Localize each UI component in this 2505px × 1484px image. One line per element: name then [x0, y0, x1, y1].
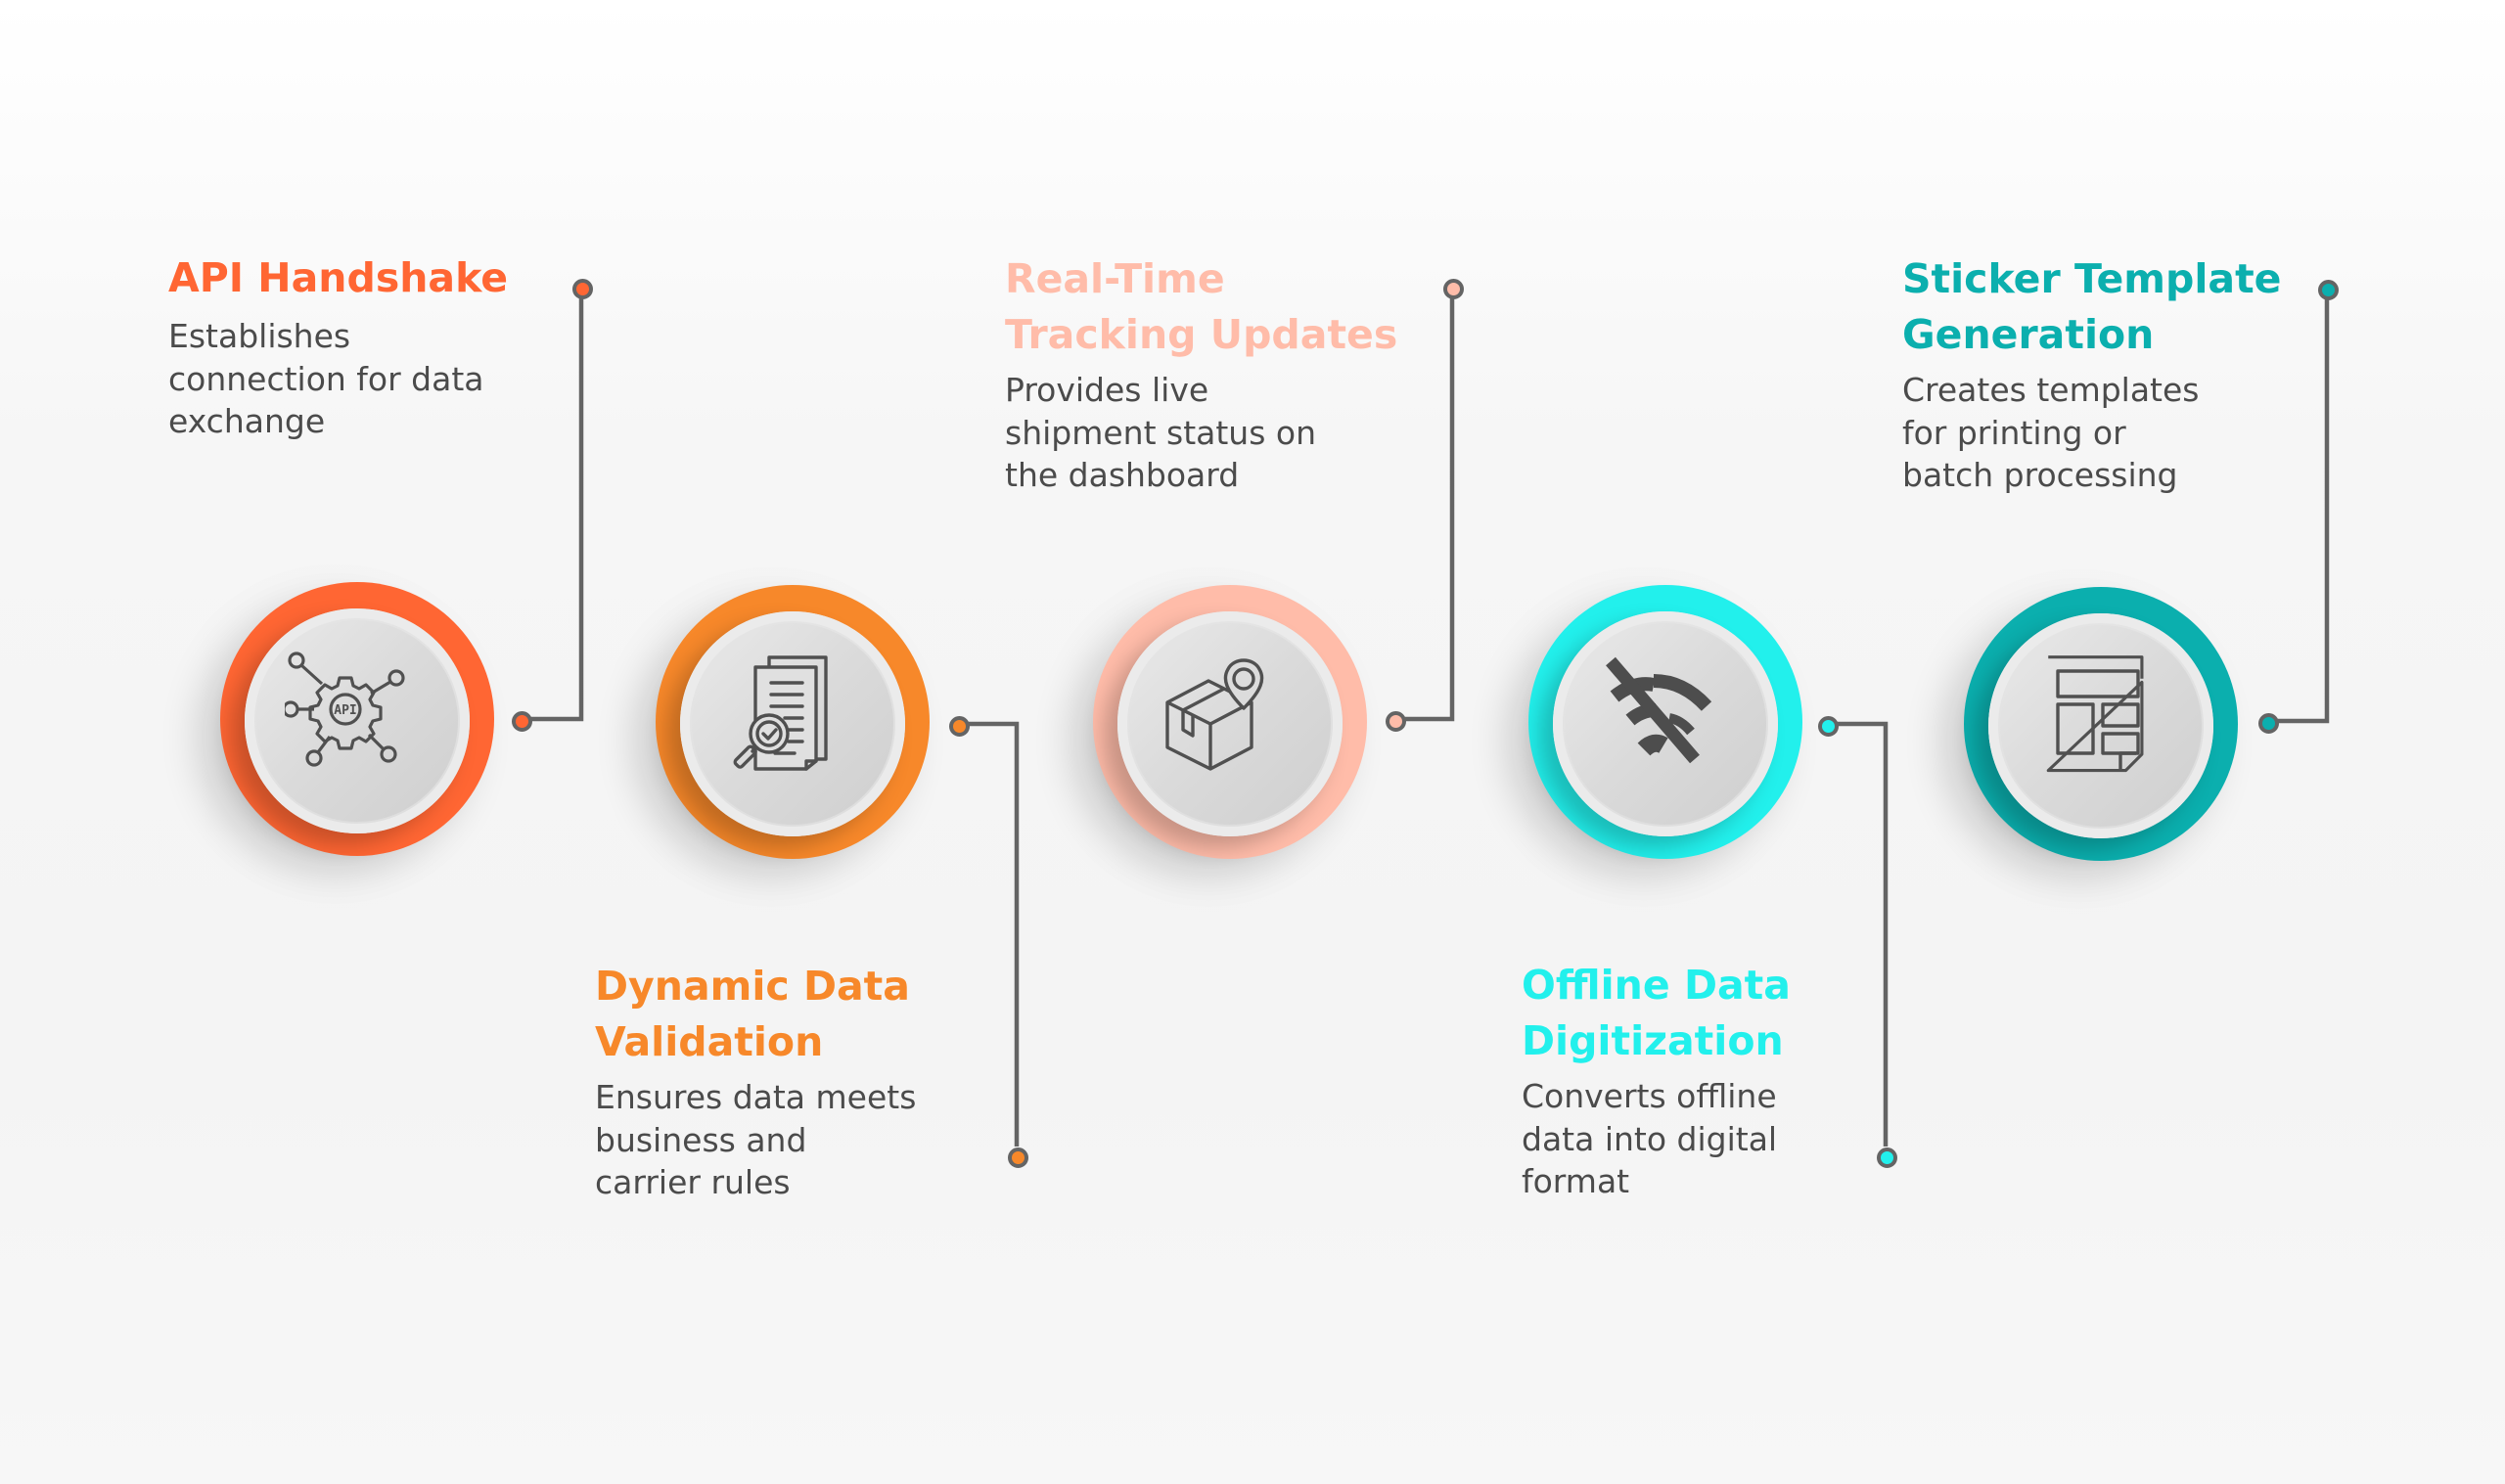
package-location-pin-icon — [1158, 652, 1279, 773]
connector-2 — [966, 721, 1020, 1147]
connector-4 — [1836, 721, 1889, 1147]
step-5-circle — [1964, 587, 2238, 861]
step-4-inner-dot — [1818, 716, 1839, 737]
step-5-desc-line-2: for printing or — [1902, 413, 2126, 452]
step-2-desc-line-3: carrier rules — [595, 1163, 791, 1201]
step-1-inner-dot — [512, 711, 532, 732]
step-2-text: Dynamic Data Validation Ensures data mee… — [595, 959, 916, 1204]
step-1-outer-dot — [572, 279, 593, 299]
step-2-circle — [656, 585, 930, 859]
step-5-title-line-2: Generation — [1902, 311, 2155, 358]
connector-3 — [1402, 295, 1455, 722]
step-1-circle: API — [220, 582, 494, 856]
step-3-desc-line-1: Provides live — [1005, 371, 1209, 409]
step-1-desc-line-3: exchange — [168, 402, 326, 440]
step-1-disc: API — [245, 608, 470, 833]
step-4-desc-line-2: data into digital — [1522, 1119, 1778, 1158]
step-4-outer-dot — [1877, 1147, 1897, 1168]
step-3-title-line-1: Real-Time — [1005, 255, 1225, 302]
step-2-title-line-2: Validation — [595, 1018, 824, 1065]
step-2-inner-dot — [949, 716, 970, 737]
step-4-disc — [1553, 611, 1778, 836]
step-3-text: Real-Time Tracking Updates Provides live… — [1005, 251, 1397, 497]
connector-1 — [528, 295, 584, 722]
layout-template-sheet-icon — [2028, 653, 2150, 775]
step-5-desc-line-3: batch processing — [1902, 456, 2178, 494]
step-5-desc-line-1: Creates templates — [1902, 371, 2200, 409]
step-1-desc-line-2: connection for data — [168, 359, 484, 398]
step-3-disc — [1117, 611, 1343, 836]
step-4-text: Offline Data Digitization Converts offli… — [1522, 958, 1791, 1203]
step-3-circle — [1093, 585, 1367, 859]
step-5-outer-dot — [2318, 280, 2339, 300]
step-5-disc — [1988, 613, 2213, 838]
step-4-title-line-2: Digitization — [1522, 1017, 1784, 1064]
step-5-inner-dot — [2258, 713, 2279, 734]
connector-5 — [2275, 296, 2330, 724]
step-1-text: API Handshake Establishes connection for… — [168, 250, 508, 443]
step-1-desc-line-1: Establishes — [168, 317, 351, 355]
step-3-title-line-2: Tracking Updates — [1005, 311, 1398, 358]
step-2-disc — [680, 611, 905, 836]
step-2-outer-dot — [1008, 1147, 1028, 1168]
step-3-desc-line-3: the dashboard — [1005, 456, 1240, 494]
wifi-off-icon — [1593, 652, 1714, 773]
step-3-outer-dot — [1443, 279, 1464, 299]
svg-text:API: API — [334, 703, 356, 718]
step-2-title-line-1: Dynamic Data — [595, 963, 910, 1010]
api-gear-network-icon: API — [285, 649, 406, 770]
step-4-desc-line-1: Converts offline — [1522, 1077, 1777, 1115]
step-4-desc-line-3: format — [1522, 1162, 1630, 1200]
step-1-title: API Handshake — [168, 254, 509, 301]
step-3-desc-line-2: shipment status on — [1005, 413, 1317, 452]
step-2-desc-line-1: Ensures data meets — [595, 1078, 917, 1116]
step-2-desc-line-2: business and — [595, 1120, 807, 1159]
document-magnifier-check-icon — [720, 652, 842, 773]
step-5-text: Sticker Template Generation Creates temp… — [1902, 251, 2281, 497]
step-3-inner-dot — [1386, 711, 1406, 732]
step-5-title-line-1: Sticker Template — [1902, 255, 2282, 302]
step-4-title-line-1: Offline Data — [1522, 962, 1791, 1009]
step-4-circle — [1528, 585, 1802, 859]
